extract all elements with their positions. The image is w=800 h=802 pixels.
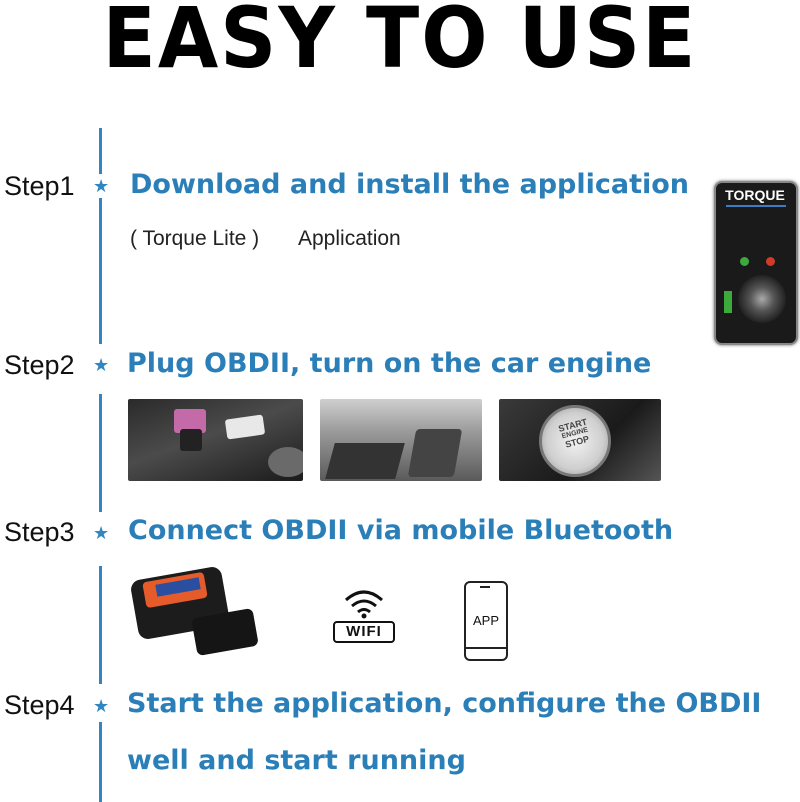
timeline-line — [99, 128, 102, 174]
torque-app-image: TORQUE — [714, 181, 798, 345]
star-icon: ★ — [93, 696, 110, 717]
gauge-icon — [738, 275, 786, 323]
torque-app-name: TORQUE — [725, 187, 785, 203]
step1-heading: Download and install the application — [130, 169, 690, 200]
step1-sub-paren: ( Torque Lite ) — [130, 227, 260, 250]
obd-scanner-image — [129, 565, 260, 659]
page-title: EASY TO USE — [102, 0, 698, 88]
phone-icon-label: APP — [472, 613, 499, 628]
step4-heading-line2: well and start running — [127, 745, 466, 776]
timeline-line — [99, 394, 102, 512]
wifi-icon: WIFI — [332, 584, 396, 644]
pedal-photo — [320, 399, 482, 481]
step4-heading-line1: Start the application, configure the OBD… — [127, 688, 762, 719]
engine-button-photo: START ENGINE STOP — [499, 399, 661, 481]
timeline-line — [99, 198, 102, 344]
timeline-line — [99, 566, 102, 684]
star-icon: ★ — [93, 176, 110, 197]
wifi-icon-label: WIFI — [346, 623, 382, 640]
phone-icon: APP — [464, 581, 508, 661]
step1-sub-text: Application — [298, 227, 401, 250]
start-engine-button: START ENGINE STOP — [539, 405, 611, 477]
step3-label: Step3 — [4, 517, 75, 547]
timeline-line — [99, 722, 102, 802]
step1-label: Step1 — [4, 171, 75, 201]
step4-label: Step4 — [4, 690, 75, 720]
obd-port-photo — [128, 399, 303, 481]
star-icon: ★ — [93, 523, 110, 544]
step2-label: Step2 — [4, 350, 75, 380]
step2-heading: Plug OBDII, turn on the car engine — [127, 348, 652, 379]
step3-heading: Connect OBDII via mobile Bluetooth — [128, 515, 674, 546]
star-icon: ★ — [93, 355, 110, 376]
